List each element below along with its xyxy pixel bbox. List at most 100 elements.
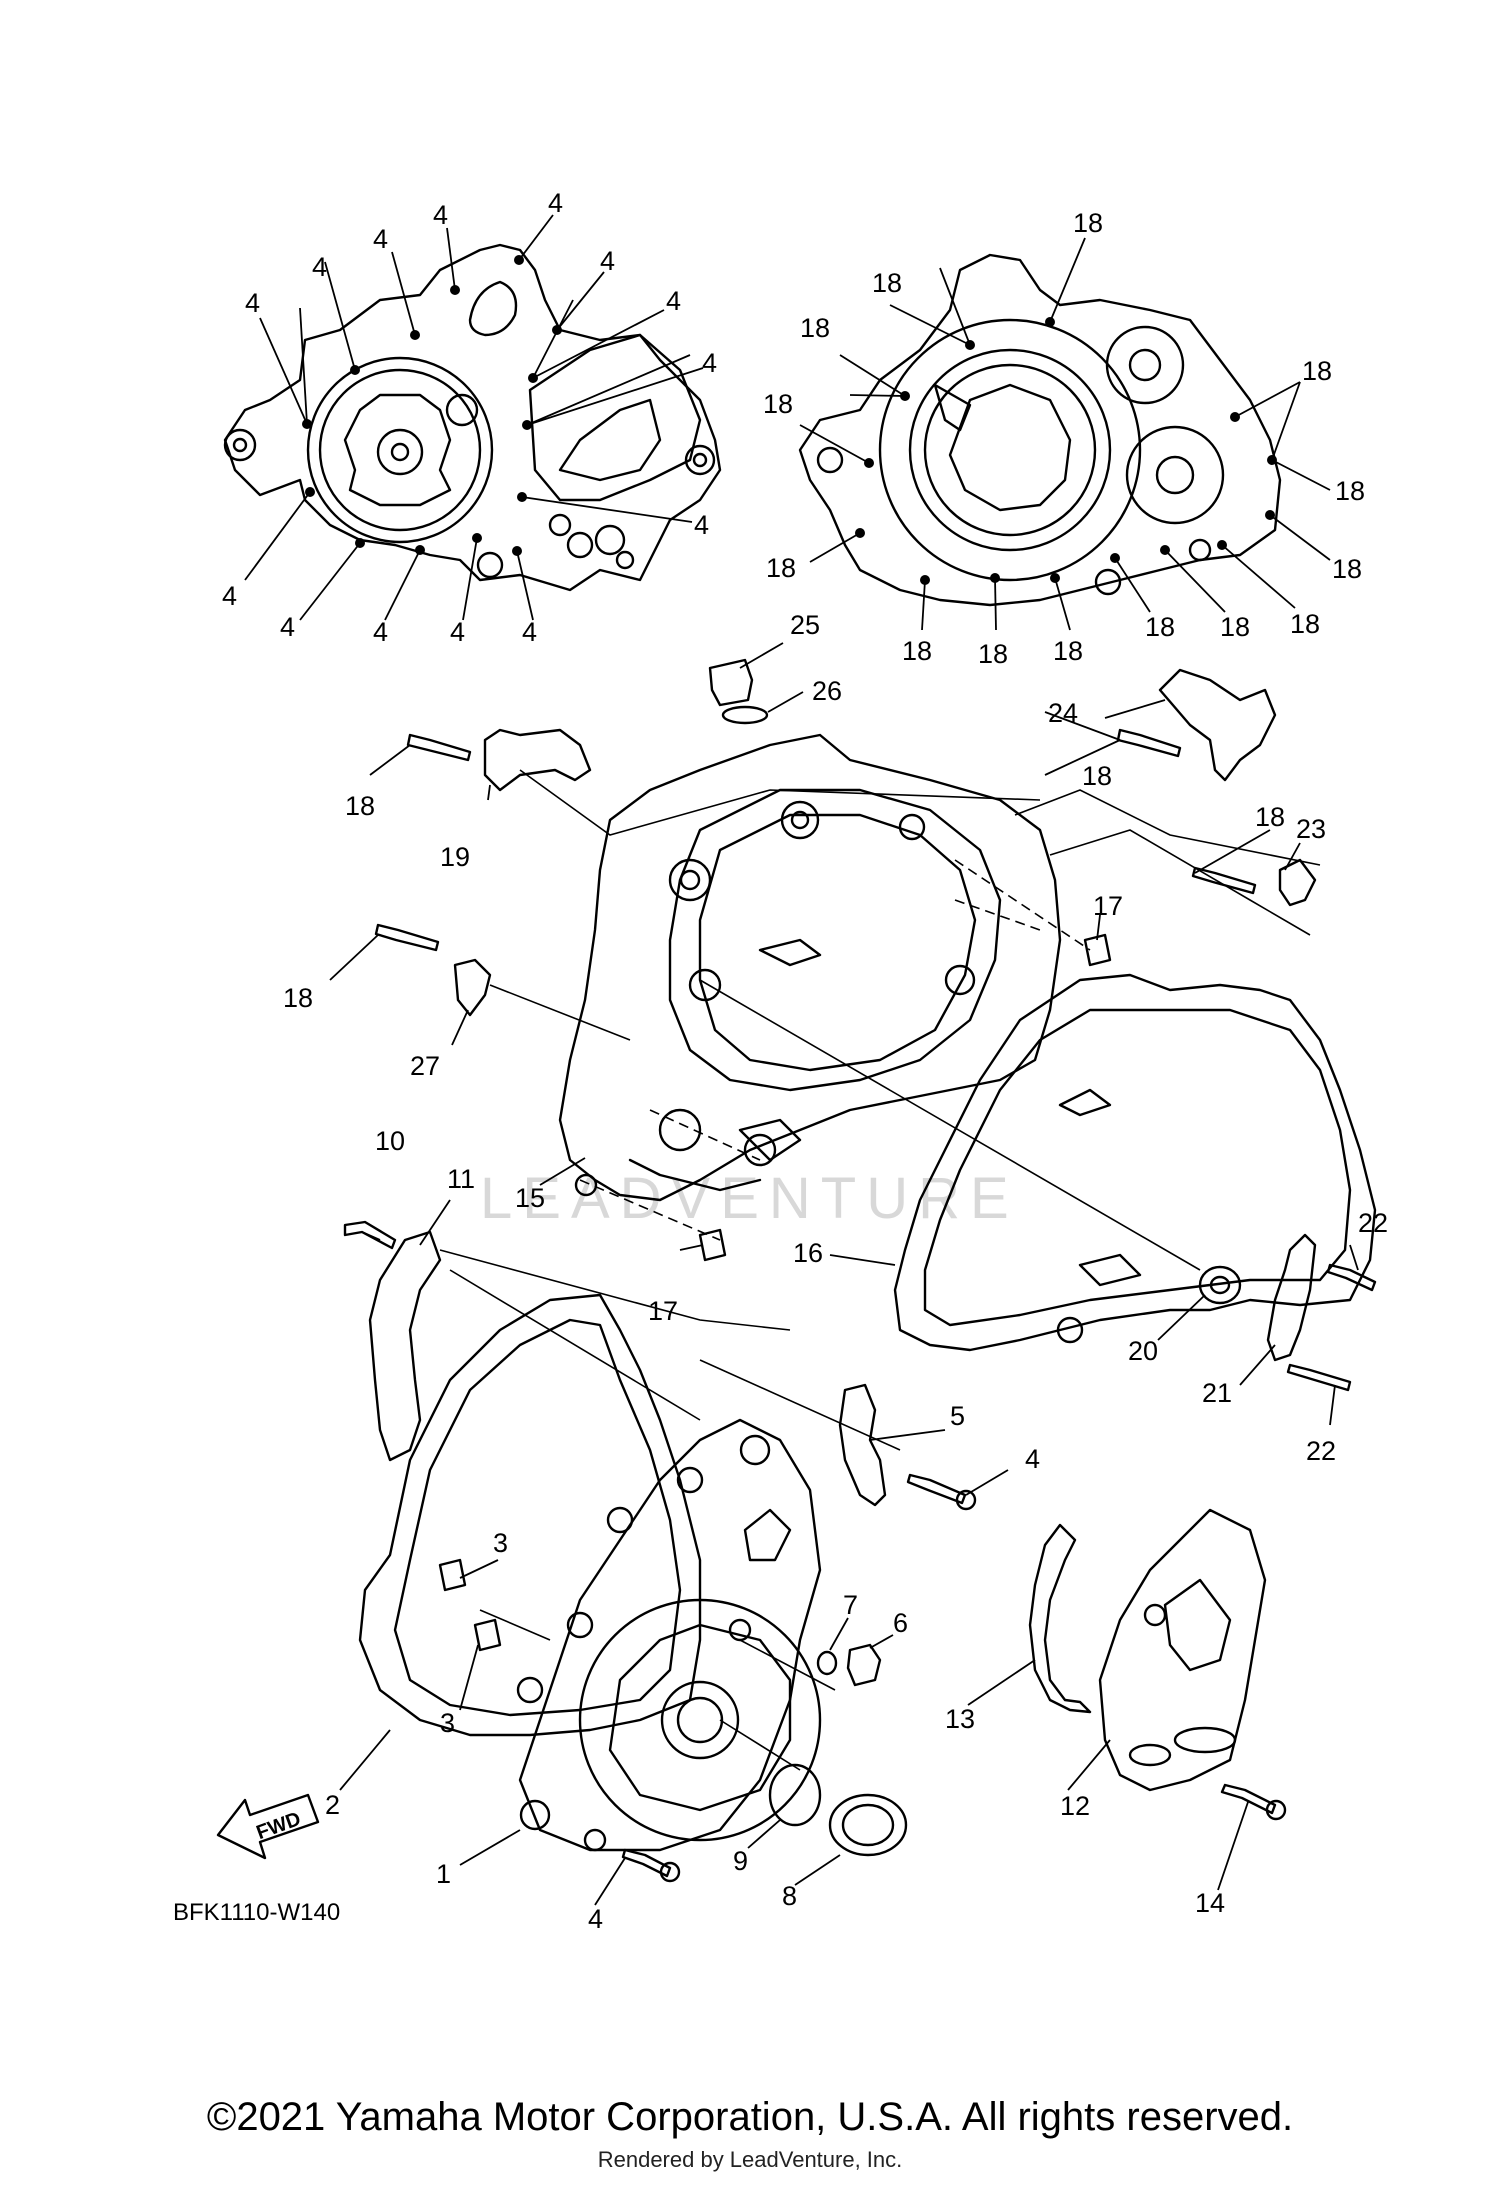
callout-8: 8	[782, 1881, 797, 1911]
bolt-14	[1220, 1783, 1277, 1815]
crankcase-cover-15	[558, 733, 1062, 1202]
callout-3: 3	[440, 1708, 455, 1738]
callout-12: 12	[1060, 1791, 1090, 1821]
callout-4: 4	[666, 286, 681, 316]
crankcase-bolt-pattern-view	[798, 237, 1331, 631]
callout-23: 23	[1296, 814, 1326, 844]
callout-18: 18	[902, 636, 932, 666]
sprocket-cover-12	[1098, 1508, 1267, 1792]
callout-11: 11	[447, 1164, 475, 1194]
dowel-pin-3-upper	[438, 1558, 467, 1592]
callout-18: 18	[1073, 208, 1103, 238]
bracket-5	[838, 1383, 887, 1507]
clamp-23	[1278, 858, 1317, 907]
crankcase-cover-1	[518, 1418, 822, 1852]
bolt-18-b	[1116, 728, 1182, 758]
callout-18: 18	[800, 313, 830, 343]
copyright-notice: ©2021 Yamaha Motor Corporation, U.S.A. A…	[206, 2095, 1294, 2139]
callout-18: 18	[1082, 761, 1112, 791]
callout-6: 6	[893, 1608, 908, 1638]
dowel-pin-17-upper	[1083, 933, 1112, 967]
callout-22: 22	[1358, 1208, 1388, 1238]
callout-5: 5	[950, 1401, 965, 1431]
callout-18: 18	[1220, 612, 1250, 642]
callout-18: 18	[1332, 554, 1362, 584]
callout-18: 18	[872, 268, 902, 298]
bracket-21	[1266, 1233, 1317, 1362]
o-ring-9	[768, 1763, 822, 1827]
callout-1: 1	[436, 1859, 451, 1889]
gasket-13	[1028, 1523, 1092, 1714]
callout-2: 2	[325, 1790, 340, 1820]
callout-4: 4	[373, 224, 388, 254]
dowel-pin-17-lower	[698, 1228, 727, 1262]
gasket-2	[358, 1293, 702, 1737]
callout-22: 22	[1306, 1436, 1336, 1466]
cover-bolt-pattern-view	[223, 214, 722, 621]
callout-18: 18	[1053, 636, 1083, 666]
callout-14: 14	[1195, 1888, 1225, 1918]
plug-8	[828, 1793, 908, 1857]
callout-4: 4	[222, 581, 237, 611]
oil-filler-plug-25	[708, 658, 754, 707]
callout-15: 15	[515, 1183, 545, 1213]
callout-24: 24	[1048, 698, 1078, 728]
callout-4: 4	[702, 348, 717, 378]
fwd-label: FWD	[254, 1808, 304, 1844]
bolt-10	[343, 1220, 397, 1250]
callout-18: 18	[978, 639, 1008, 669]
bolt-22-lower	[1286, 1363, 1352, 1392]
callout-4: 4	[548, 188, 563, 218]
callout-20: 20	[1128, 1336, 1158, 1366]
callout-21: 21	[1202, 1378, 1232, 1408]
o-ring-26	[721, 705, 769, 725]
callout-25: 25	[790, 610, 820, 640]
callout-4: 4	[373, 617, 388, 647]
bolt-18-d	[374, 923, 440, 952]
plug-6	[846, 1643, 882, 1687]
bracket-24	[1158, 668, 1277, 782]
callout-18: 18	[766, 553, 796, 583]
dowel-pin-3-lower	[473, 1618, 502, 1652]
bracket-11	[368, 1230, 442, 1462]
callout-26: 26	[812, 676, 842, 706]
callout-4: 4	[433, 200, 448, 230]
bolt-18-c	[1191, 866, 1257, 895]
callout-18: 18	[763, 389, 793, 419]
callout-7: 7	[843, 1590, 858, 1620]
callout-4: 4	[245, 288, 260, 318]
callout-18: 18	[283, 983, 313, 1013]
callout-3: 3	[493, 1528, 508, 1558]
callout-4: 4	[522, 617, 537, 647]
callout-4: 4	[1025, 1444, 1040, 1474]
callout-18: 18	[1335, 476, 1365, 506]
callout-4: 4	[450, 617, 465, 647]
o-ring-7	[816, 1650, 838, 1676]
bolt-4-bottom	[621, 1848, 672, 1878]
callout-13: 13	[945, 1704, 975, 1734]
callout-27: 27	[410, 1051, 440, 1081]
callout-10: 10	[375, 1126, 405, 1156]
callout-4: 4	[600, 246, 615, 276]
callout-18: 18	[1290, 609, 1320, 639]
callout-18: 18	[1302, 356, 1332, 386]
callout-4: 4	[588, 1904, 603, 1934]
forward-direction-arrow: FWD	[216, 1793, 320, 1860]
clamp-27	[453, 958, 492, 1017]
callout-18: 18	[345, 791, 375, 821]
callout-9: 9	[733, 1846, 748, 1876]
bracket-19	[483, 728, 592, 792]
callout-4: 4	[312, 252, 327, 282]
rendered-by-notice: Rendered by LeadVenture, Inc.	[597, 2147, 903, 2172]
callout-16: 16	[793, 1238, 823, 1268]
callout-17: 17	[648, 1296, 678, 1326]
oil-seal-20	[1198, 1265, 1242, 1305]
callout-4: 4	[280, 612, 295, 642]
callout-19: 19	[440, 842, 470, 872]
callout-18: 18	[1145, 612, 1175, 642]
callout-17: 17	[1093, 891, 1123, 921]
gasket-16	[893, 973, 1377, 1352]
bolt-22-upper	[1326, 1263, 1377, 1292]
callout-18: 18	[1255, 802, 1285, 832]
